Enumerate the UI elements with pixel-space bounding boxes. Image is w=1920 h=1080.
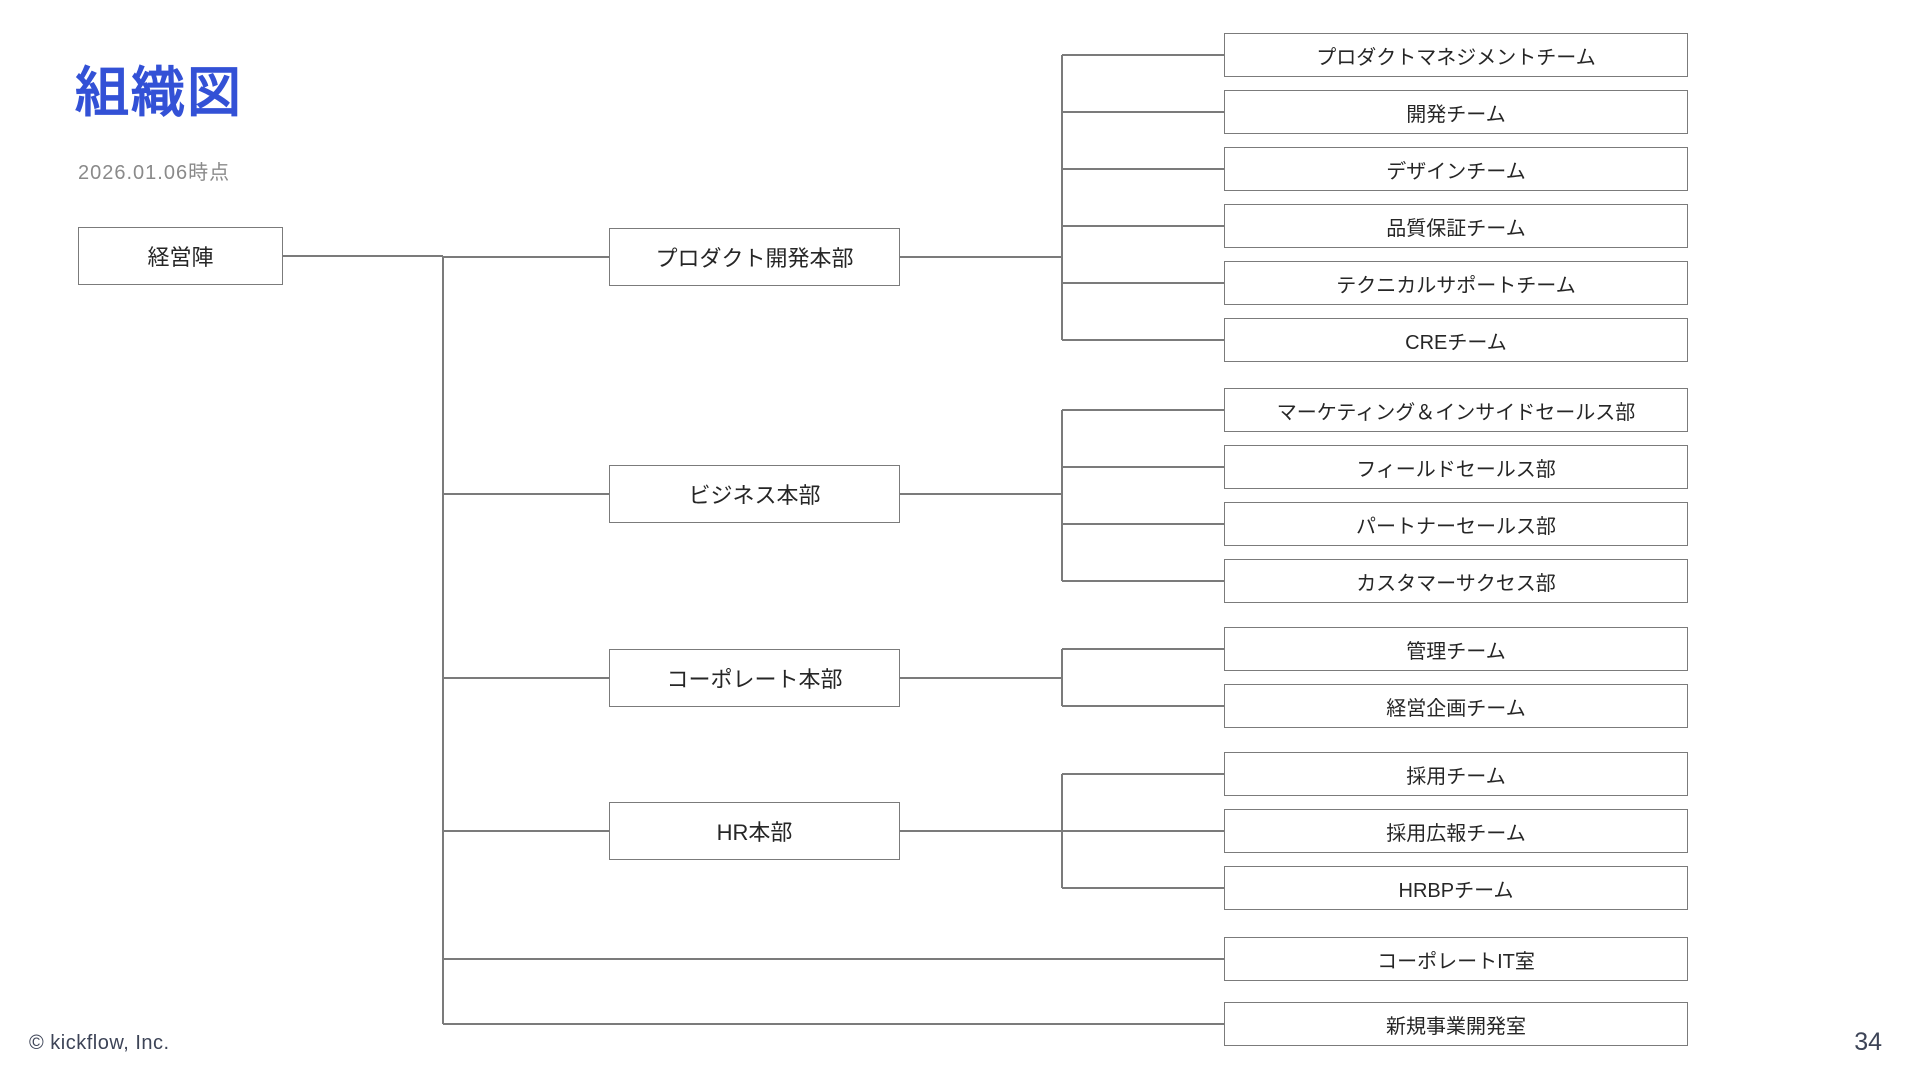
copyright-text: © kickflow, Inc.	[29, 1032, 170, 1054]
page-title: 組織図	[75, 63, 243, 123]
org-node-team: プロダクトマネジメントチーム	[1224, 33, 1688, 77]
connector-line	[283, 255, 443, 257]
connector-line	[1062, 773, 1224, 775]
connector-line	[443, 256, 609, 258]
connector-line	[1062, 409, 1224, 411]
connector-line	[443, 958, 1224, 960]
page-number: 34	[1854, 1028, 1882, 1056]
org-node-team: 採用チーム	[1224, 752, 1688, 796]
org-node-team: 経営企画チーム	[1224, 684, 1688, 728]
org-node-team: フィールドセールス部	[1224, 445, 1688, 489]
connector-line	[1062, 887, 1224, 889]
org-node-team: 管理チーム	[1224, 627, 1688, 671]
as-of-date: 2026.01.06時点	[78, 162, 231, 184]
connector-line	[1062, 648, 1224, 650]
org-node-unit: 新規事業開発室	[1224, 1002, 1688, 1046]
org-node-team: 開発チーム	[1224, 90, 1688, 134]
connector-line	[1062, 466, 1224, 468]
connector-line	[443, 493, 609, 495]
connector-line	[900, 677, 1062, 679]
connector-line	[1062, 705, 1224, 707]
connector-line	[443, 1023, 1224, 1025]
connector-line	[900, 256, 1062, 258]
org-node-team: CREチーム	[1224, 318, 1688, 362]
org-node-division: HR本部	[609, 802, 900, 860]
connector-line	[1062, 830, 1224, 832]
org-node-team: デザインチーム	[1224, 147, 1688, 191]
connector-line	[1061, 649, 1063, 706]
org-node-root: 経営陣	[78, 227, 283, 285]
org-node-team: 採用広報チーム	[1224, 809, 1688, 853]
org-node-unit: コーポレートIT室	[1224, 937, 1688, 981]
connector-line	[1062, 282, 1224, 284]
connector-line	[1062, 168, 1224, 170]
connector-line	[443, 677, 609, 679]
org-node-division: プロダクト開発本部	[609, 228, 900, 286]
connector-line	[1062, 339, 1224, 341]
connector-line	[1062, 111, 1224, 113]
org-node-division: コーポレート本部	[609, 649, 900, 707]
connector-line	[1062, 523, 1224, 525]
org-node-team: HRBPチーム	[1224, 866, 1688, 910]
connector-line	[442, 256, 444, 1024]
connector-line	[1061, 410, 1063, 581]
org-node-division: ビジネス本部	[609, 465, 900, 523]
org-node-team: テクニカルサポートチーム	[1224, 261, 1688, 305]
connector-line	[443, 830, 609, 832]
org-node-team: パートナーセールス部	[1224, 502, 1688, 546]
connector-line	[1062, 580, 1224, 582]
connector-line	[1062, 54, 1224, 56]
connector-line	[900, 830, 1062, 832]
connector-line	[1062, 225, 1224, 227]
org-node-team: カスタマーサクセス部	[1224, 559, 1688, 603]
org-node-team: マーケティング＆インサイドセールス部	[1224, 388, 1688, 432]
connector-line	[900, 493, 1062, 495]
org-node-team: 品質保証チーム	[1224, 204, 1688, 248]
connector-line	[1061, 55, 1063, 340]
